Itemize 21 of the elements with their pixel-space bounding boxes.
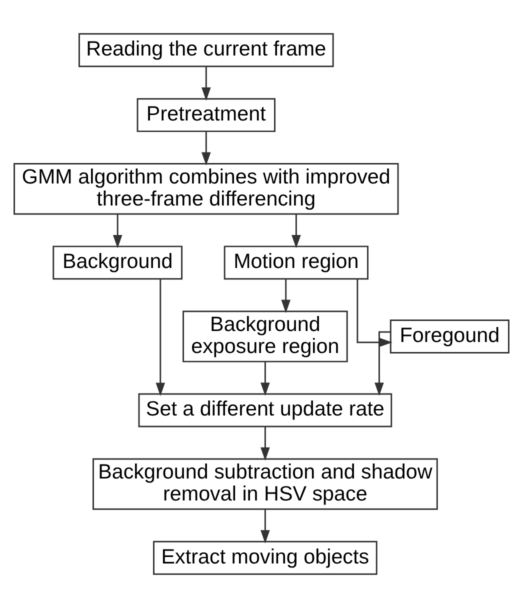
arrow <box>374 330 390 396</box>
arrow <box>202 66 211 100</box>
node-box: Foregound <box>390 319 510 353</box>
arrow <box>260 426 270 460</box>
arrow <box>356 278 392 347</box>
arrow <box>260 361 270 396</box>
arrow <box>112 214 122 248</box>
node-box: Background <box>52 245 183 280</box>
arrow <box>260 508 270 543</box>
node-box: Background subtraction and shadow removal in HSV space <box>92 458 438 510</box>
arrow <box>292 214 301 248</box>
arrow <box>202 130 211 165</box>
node-box: GMM algorithm combines with improved three-frame differencing <box>14 162 399 214</box>
node-box: Set a different update rate <box>138 392 392 427</box>
arrow <box>156 278 166 396</box>
node-box: Extract moving objects <box>153 540 378 574</box>
node-box: Reading the current frame <box>78 32 334 67</box>
node-box: Background exposure region <box>182 310 348 362</box>
node-box: Pretreatment <box>136 98 276 132</box>
node-box: Motion region <box>224 245 368 280</box>
arrow <box>281 278 290 313</box>
